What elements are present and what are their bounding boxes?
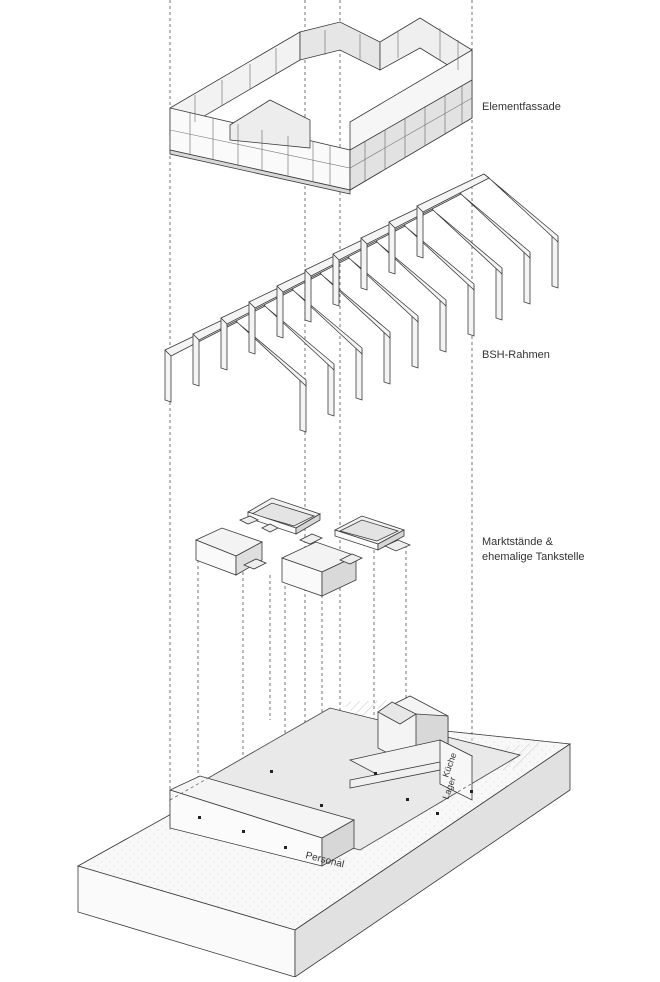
bsh-frame bbox=[192, 301, 335, 417]
bsh-rahmen-layer bbox=[164, 173, 559, 433]
marktstaende-label-line1: Marktstände & bbox=[482, 536, 554, 548]
bsh-frame bbox=[220, 285, 363, 401]
elementfassade-layer bbox=[169, 17, 473, 195]
bsh-frame bbox=[248, 269, 391, 385]
elementfassade-label: Elementfassade bbox=[482, 101, 561, 113]
bsh-frame bbox=[304, 237, 447, 353]
bsh-frame bbox=[360, 205, 503, 321]
marktstaende-layer bbox=[194, 497, 412, 597]
bsh-frame bbox=[388, 189, 531, 305]
bsh-frame bbox=[332, 221, 475, 337]
bsh-frame bbox=[416, 173, 559, 289]
bsh-rahmen-label: BSH-Rahmen bbox=[482, 349, 550, 361]
bsh-frame bbox=[164, 317, 307, 433]
site-layer bbox=[76, 695, 572, 978]
marktstaende-label-line2: ehemalige Tankstelle bbox=[482, 551, 585, 563]
bsh-frame bbox=[276, 253, 419, 369]
